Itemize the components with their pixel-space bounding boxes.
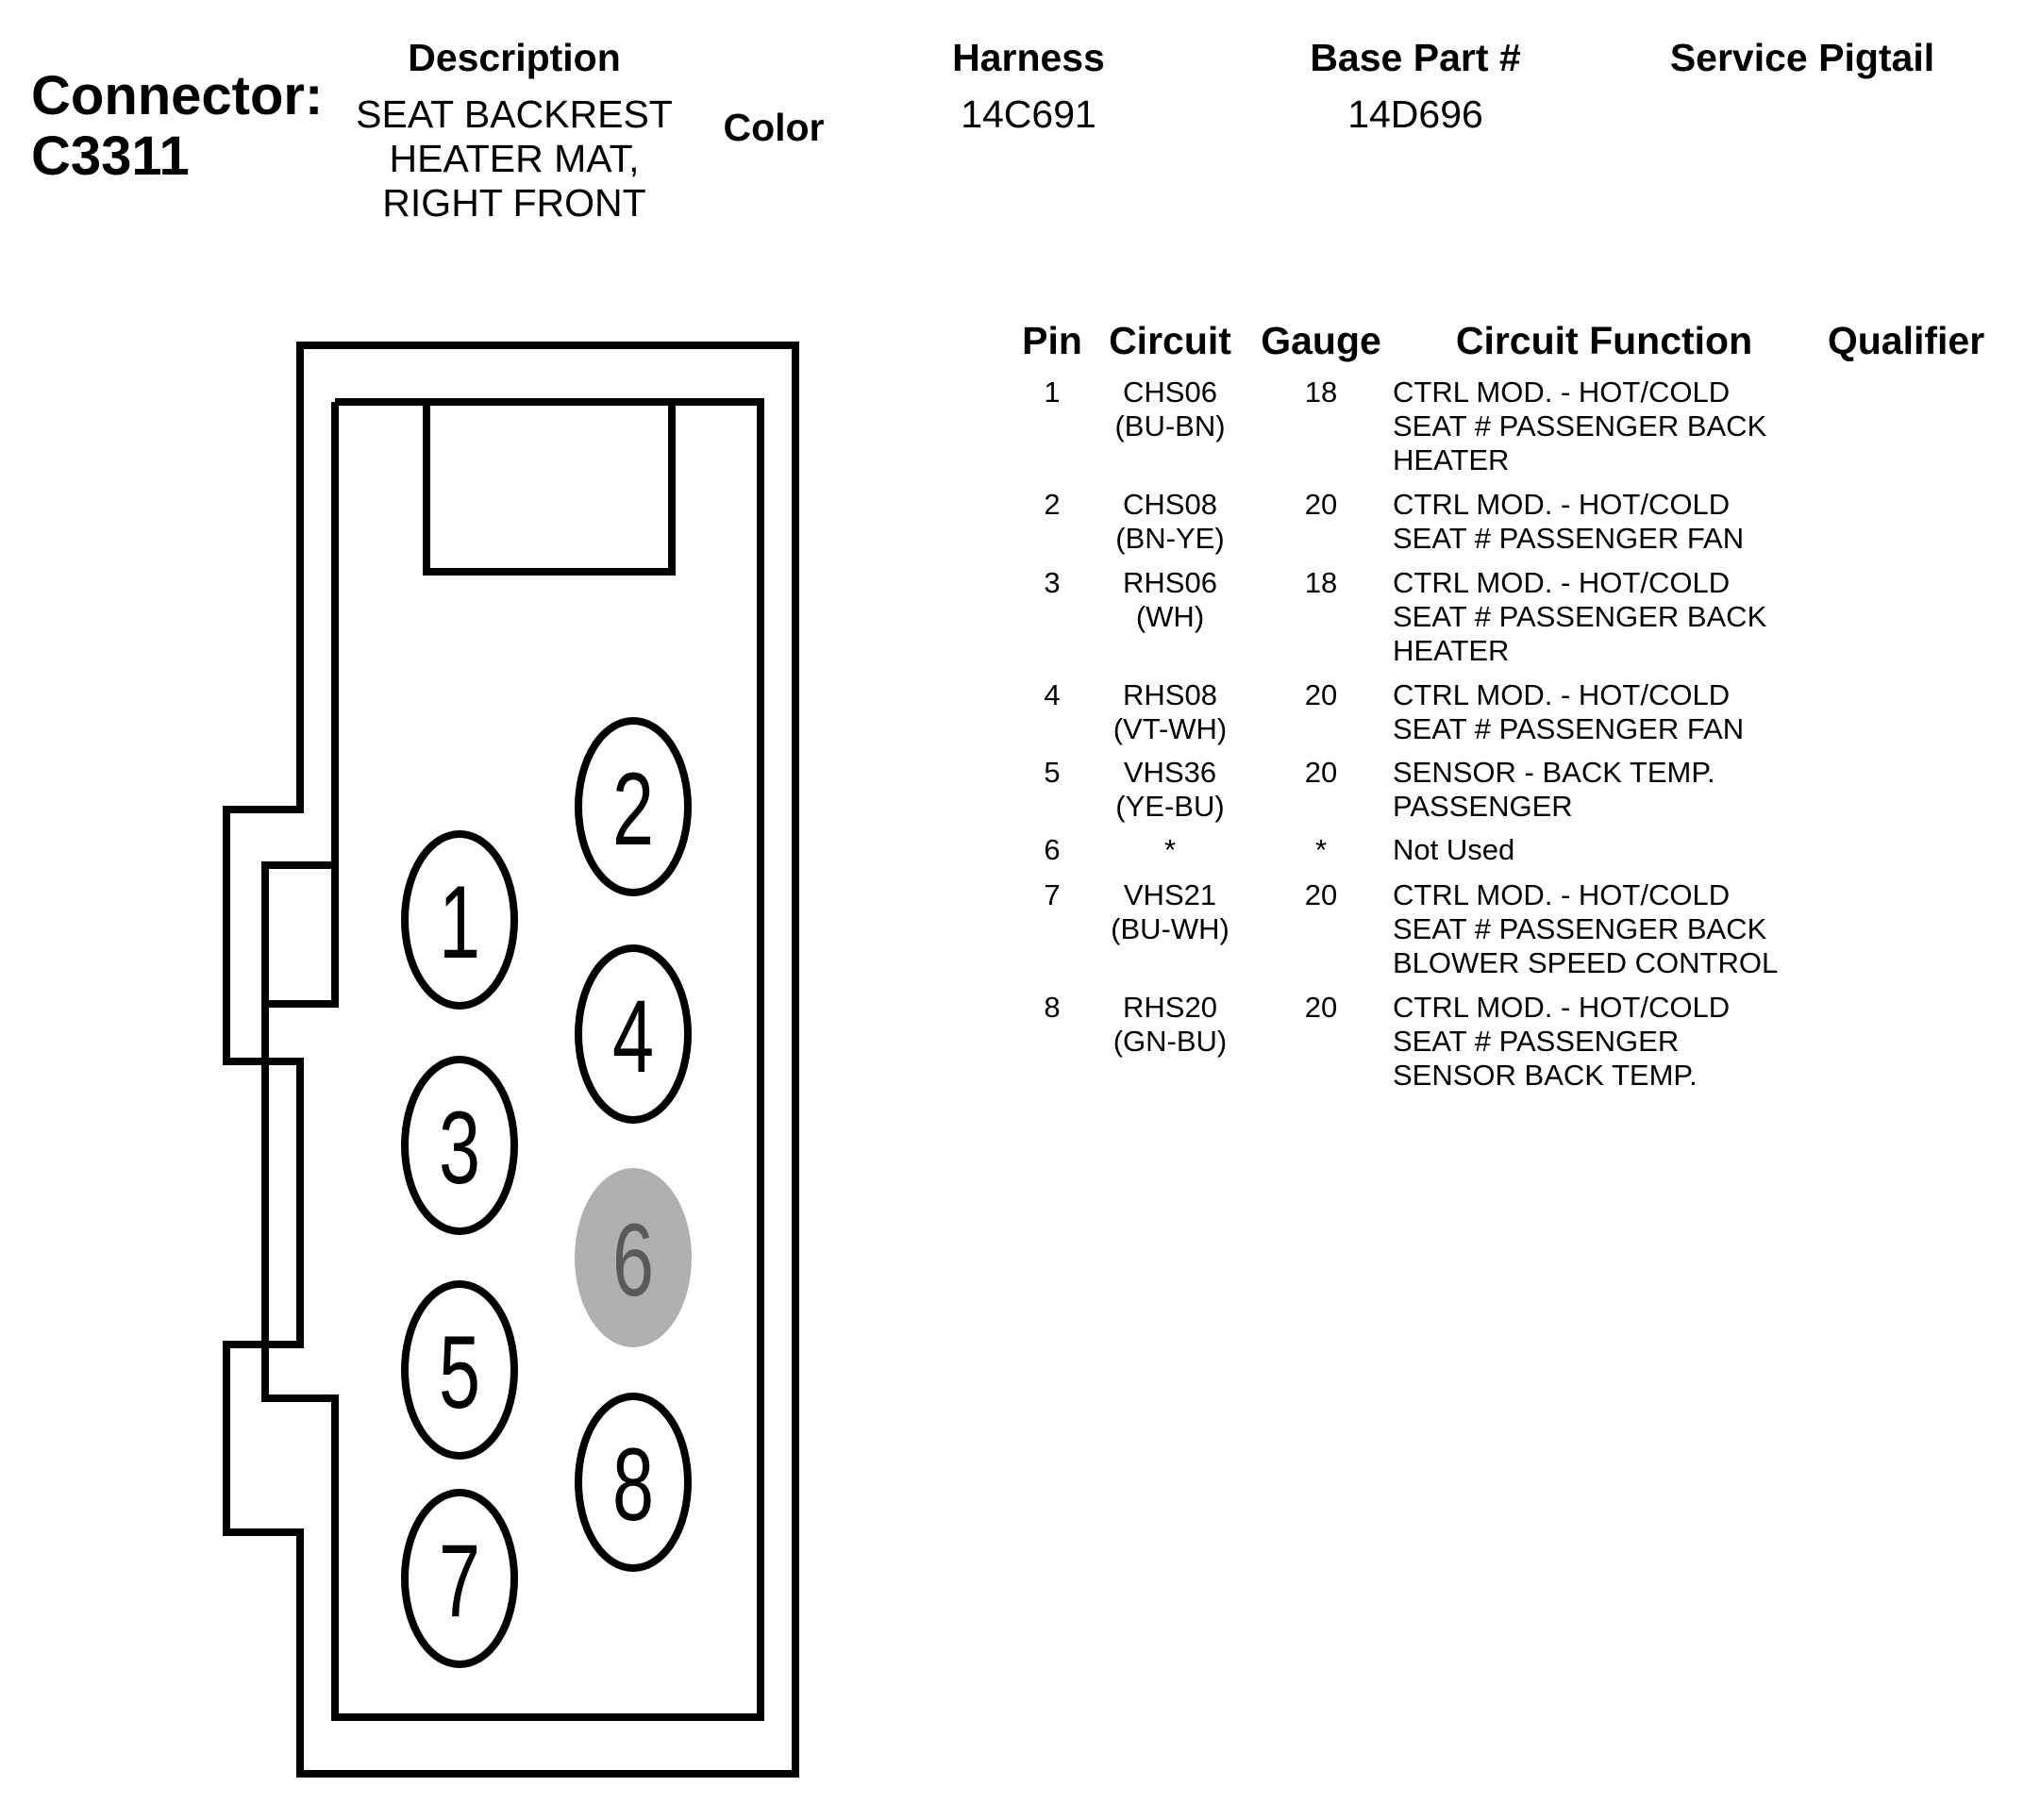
- pin-number-label: 7: [439, 1523, 480, 1639]
- function-cell-line-1: CTRL MOD. - HOT/COLD: [1393, 878, 1731, 911]
- column-header-gauge: Gauge: [1261, 319, 1381, 362]
- function-cell-line-1: Not Used: [1393, 833, 1515, 866]
- service-pigtail-label: Service Pigtail: [1669, 36, 1935, 79]
- pin-circle: [401, 1056, 518, 1235]
- pin-number-label: 8: [612, 1427, 654, 1543]
- connector-lock-tab: [423, 406, 676, 576]
- pin-circle: [575, 717, 692, 896]
- circuit-cell: *: [1163, 833, 1177, 866]
- description-line-1: SEAT BACKREST: [356, 92, 673, 136]
- pin-cell: 7: [1044, 878, 1061, 911]
- column-header-pin: Pin: [1022, 319, 1082, 362]
- function-cell-line-1: SENSOR - BACK TEMP.: [1393, 756, 1715, 789]
- function-cell-line-1: CTRL MOD. - HOT/COLD: [1393, 678, 1731, 711]
- circuit-color-cell: (BU-BN): [1114, 409, 1226, 442]
- circuit-cell: RHS20: [1123, 991, 1217, 1024]
- pin-number-label: 3: [439, 1090, 480, 1206]
- pin-circle: [575, 1168, 692, 1347]
- harness-value: 14C691: [961, 92, 1096, 136]
- circuit-color-cell: (BU-WH): [1111, 912, 1229, 945]
- circuit-color-cell: (YE-BU): [1115, 790, 1225, 823]
- pin-cell: 2: [1044, 488, 1061, 521]
- connector-pin-4: 4: [575, 944, 692, 1124]
- gauge-cell: *: [1314, 833, 1328, 866]
- connector-outer-housing: [223, 342, 799, 1778]
- function-cell-line-2: SEAT # PASSENGER FAN: [1393, 712, 1745, 745]
- function-cell-line-2: SEAT # PASSENGER BACK: [1393, 600, 1767, 633]
- connector-label: Connector:: [31, 65, 324, 126]
- connector-id: C3311: [31, 125, 190, 187]
- pin-number-label: 6: [612, 1202, 654, 1318]
- circuit-color-cell: (WH): [1135, 600, 1205, 633]
- description-label: Description: [408, 36, 621, 79]
- description-line-2: HEATER MAT,: [389, 137, 640, 180]
- gauge-cell: 20: [1304, 991, 1338, 1024]
- connector-pin-3: 3: [401, 1056, 518, 1235]
- gauge-cell: 20: [1304, 878, 1338, 911]
- base-part-label: Base Part #: [1310, 36, 1521, 79]
- circuit-cell: RHS06: [1123, 566, 1217, 599]
- function-cell-line-3: SENSOR BACK TEMP.: [1393, 1059, 1698, 1092]
- circuit-color-cell: (BN-YE): [1115, 522, 1225, 555]
- function-cell-line-1: CTRL MOD. - HOT/COLD: [1393, 376, 1731, 409]
- pin-circle: [575, 1393, 692, 1572]
- harness-label: Harness: [952, 36, 1105, 79]
- gauge-cell: 20: [1304, 678, 1338, 711]
- function-cell-line-3: BLOWER SPEED CONTROL: [1393, 946, 1779, 979]
- function-cell-line-1: CTRL MOD. - HOT/COLD: [1393, 488, 1731, 521]
- function-cell-line-2: SEAT # PASSENGER BACK: [1393, 912, 1767, 945]
- circuit-cell: CHS08: [1123, 488, 1217, 521]
- column-header-circuit-function: Circuit Function: [1455, 319, 1753, 362]
- color-label: Color: [723, 106, 825, 149]
- pin-number-label: 4: [612, 978, 654, 1094]
- connector-pin-1: 1: [401, 830, 518, 1010]
- connector-inner-housing: [261, 398, 764, 1721]
- pin-number-label: 5: [439, 1314, 480, 1430]
- pin-cell: 8: [1044, 991, 1061, 1024]
- pin-number-label: 2: [612, 751, 654, 867]
- connector-pin-8: 8: [575, 1393, 692, 1572]
- pin-cell: 1: [1044, 376, 1061, 409]
- pin-number-label: 1: [439, 864, 480, 980]
- gauge-cell: 18: [1304, 566, 1338, 599]
- circuit-cell: RHS08: [1123, 678, 1217, 711]
- connector-pin-5: 5: [401, 1280, 518, 1460]
- pin-circle: [401, 830, 518, 1010]
- pin-circle: [575, 944, 692, 1124]
- gauge-cell: 18: [1304, 376, 1338, 409]
- connector-pin-7: 7: [401, 1489, 518, 1668]
- pin-cell: 6: [1044, 833, 1061, 866]
- function-cell-line-3: HEATER: [1393, 443, 1510, 476]
- function-cell-line-2: SEAT # PASSENGER: [1393, 1025, 1680, 1058]
- function-cell-line-3: HEATER: [1393, 634, 1510, 667]
- pin-cell: 4: [1044, 678, 1061, 711]
- circuit-cell: VHS21: [1123, 878, 1217, 911]
- function-cell-line-1: CTRL MOD. - HOT/COLD: [1393, 566, 1731, 599]
- function-cell-line-1: CTRL MOD. - HOT/COLD: [1393, 991, 1731, 1024]
- circuit-cell: VHS36: [1123, 756, 1217, 789]
- pin-circle: [401, 1280, 518, 1460]
- gauge-cell: 20: [1304, 488, 1338, 521]
- circuit-color-cell: (GN-BU): [1112, 1025, 1228, 1058]
- circuit-cell: CHS06: [1123, 376, 1217, 409]
- column-header-circuit: Circuit: [1109, 319, 1231, 362]
- pin-cell: 5: [1044, 756, 1061, 789]
- base-part-value: 14D696: [1347, 92, 1483, 136]
- function-cell-line-2: SEAT # PASSENGER BACK: [1393, 409, 1767, 442]
- column-header-qualifier: Qualifier: [1827, 319, 1985, 362]
- gauge-cell: 20: [1304, 756, 1338, 789]
- pin-circle: [401, 1489, 518, 1668]
- connector-pin-6: 6: [575, 1168, 692, 1347]
- connector-pin-2: 2: [575, 717, 692, 896]
- pin-cell: 3: [1044, 566, 1061, 599]
- function-cell-line-2: PASSENGER: [1393, 790, 1573, 823]
- function-cell-line-2: SEAT # PASSENGER FAN: [1393, 522, 1745, 555]
- circuit-color-cell: (VT-WH): [1112, 712, 1228, 745]
- description-line-3: RIGHT FRONT: [382, 181, 646, 225]
